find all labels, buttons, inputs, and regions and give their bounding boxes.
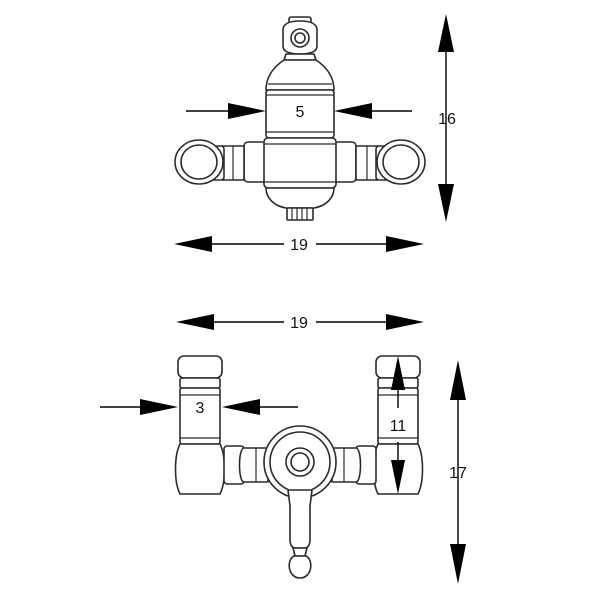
left-connector <box>223 445 269 485</box>
left-handle <box>174 139 269 185</box>
left-post <box>174 355 226 495</box>
top-view-valve <box>174 16 426 221</box>
dim-bottom-overall-width: 19 <box>176 314 424 332</box>
dim-bottom-overall-width-label: 19 <box>290 315 308 332</box>
central-round-body <box>263 425 337 499</box>
dim-bottom-post-height: 11 <box>390 356 407 494</box>
dim-top-overall-width: 19 <box>174 236 424 254</box>
central-body <box>263 137 337 189</box>
right-connector <box>331 445 377 485</box>
lever-handle <box>287 489 313 579</box>
bottom-view-valve <box>174 355 424 579</box>
dim-top-height-label: 16 <box>438 111 456 128</box>
right-handle <box>331 139 426 185</box>
dim-top-body-width-label: 5 <box>296 104 305 121</box>
lower-taper <box>265 187 335 209</box>
dim-bottom-post-width: 3 <box>100 399 298 417</box>
outlet-thread <box>286 207 314 221</box>
dim-top-height: 16 <box>438 14 456 222</box>
dim-top-overall-width-label: 19 <box>290 237 308 254</box>
upper-dome <box>265 59 335 91</box>
dim-top-body-width: 5 <box>186 103 412 121</box>
dim-bottom-post-width-label: 3 <box>196 400 205 417</box>
top-cap <box>282 16 318 61</box>
dim-bottom-post-height-label: 11 <box>390 418 407 435</box>
dim-bottom-height: 17 <box>449 360 467 584</box>
dim-bottom-height-label: 17 <box>449 465 467 482</box>
